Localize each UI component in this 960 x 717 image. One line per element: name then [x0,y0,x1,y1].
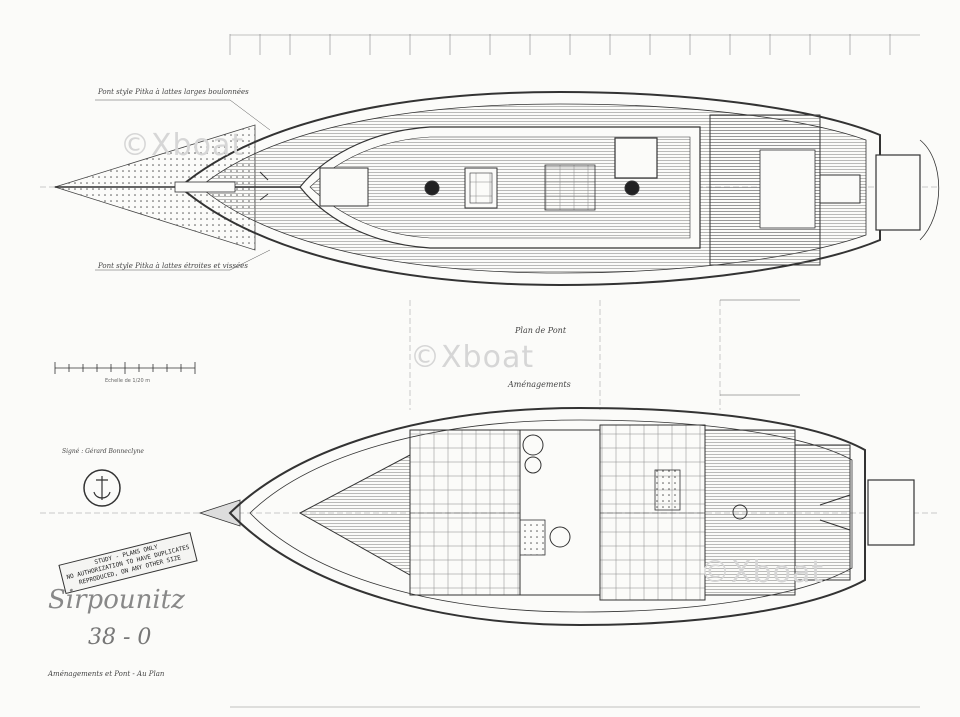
boat-name: Sirpounitz [48,585,185,615]
accommodation-plan [198,406,915,627]
watermark: ©Xboat [410,340,535,375]
deck-plan [53,90,940,287]
deck-plan-label: Plan de Pont [515,326,567,335]
note-leaders [95,99,800,396]
station-lines [229,34,920,55]
accommodation-label: Aménagements [508,380,571,389]
deck-note-2: Pont style Pitka à lattes étroites et vi… [98,262,248,270]
designer-seal [83,469,121,507]
watermark: ©Xboat [700,555,825,590]
scale-label: Echelle de 1/20 m [105,378,151,384]
watermark: ©Xboat [120,128,245,163]
drawing-subtitle: Aménagements et Pont - Au Plan [48,670,165,678]
boat-size: 38 - 0 [88,625,152,650]
scale-bar [54,362,196,374]
deck-note-1: Pont style Pitka à lattes larges boulonn… [98,88,249,96]
signature: Signé : Gérard Bonneclyne [62,448,144,455]
